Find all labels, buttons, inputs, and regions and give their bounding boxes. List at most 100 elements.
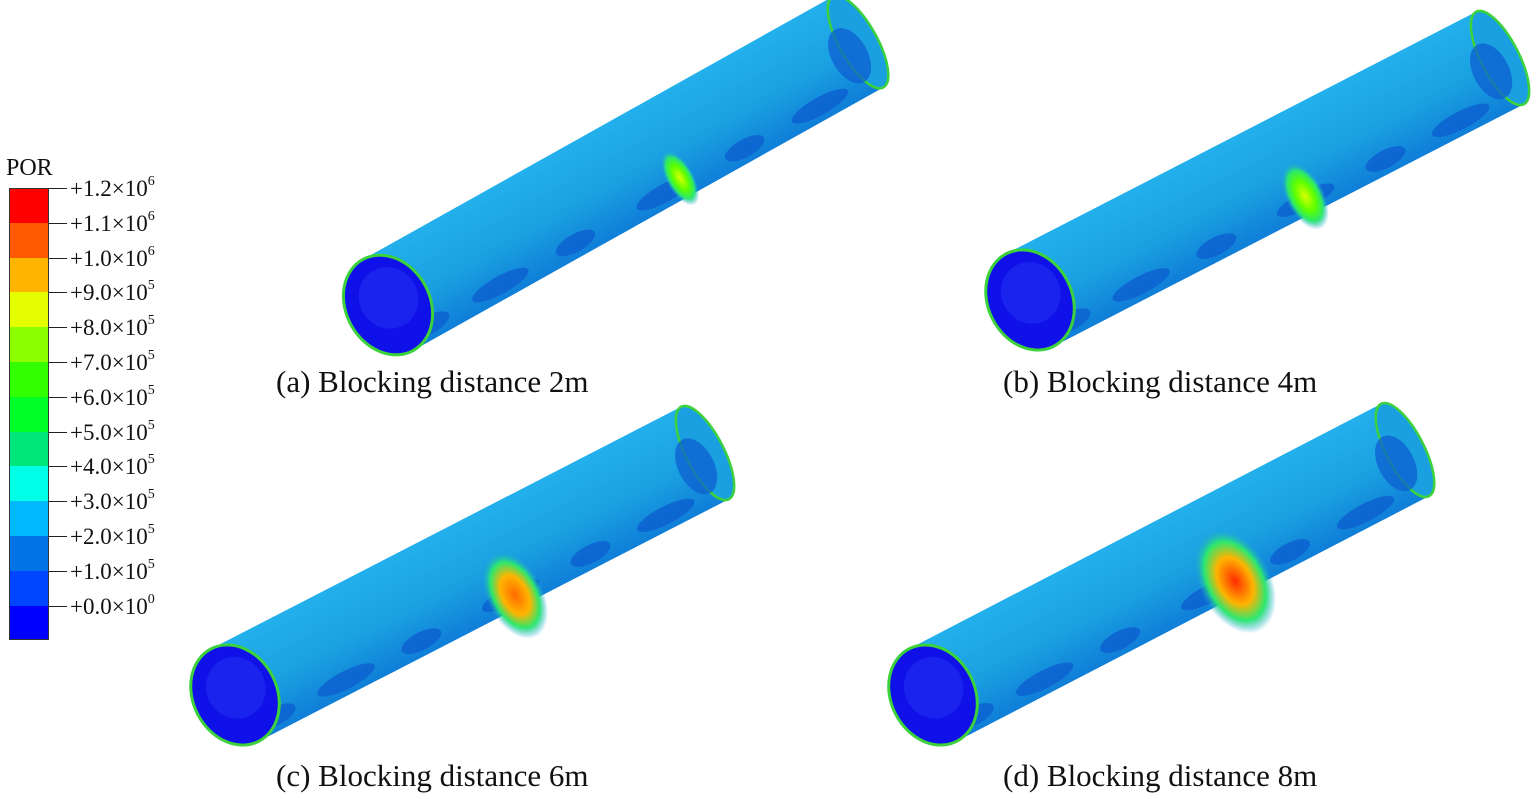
pressure-contour — [791, 88, 849, 124]
tick-mantissa: +3.0×10 — [70, 489, 148, 515]
tick-exponent: 6 — [147, 174, 155, 189]
legend-tick — [49, 257, 67, 259]
tick-mantissa: +8.0×10 — [70, 315, 148, 341]
tick-mantissa: +1.2×10 — [70, 176, 148, 201]
tube-surface — [909, 403, 1429, 742]
pore-pressure-hotspot — [1281, 162, 1329, 230]
legend-tick-label: +1.0×106 — [70, 243, 155, 271]
legend-swatch — [9, 570, 49, 606]
tick-exponent: 5 — [147, 382, 155, 398]
tick-mantissa: +2.0×10 — [70, 524, 148, 549]
legend-swatch — [9, 222, 49, 258]
tick-exponent: 5 — [147, 487, 155, 503]
panel-d — [885, 401, 1455, 765]
pressure-contour — [401, 628, 442, 655]
legend-tick — [49, 605, 67, 607]
legend-tick-label: +7.0×105 — [70, 349, 155, 375]
pressure-contour — [317, 663, 375, 697]
pressure-contour — [1015, 662, 1074, 696]
tick-exponent: 5 — [147, 522, 155, 537]
pressure-contour — [555, 229, 596, 257]
tube-body — [341, 0, 890, 357]
legend-tick-label: +8.0×105 — [70, 313, 155, 341]
legend-tick-label: +1.2×106 — [70, 174, 155, 201]
tick-mantissa: +0.0×10 — [70, 593, 148, 619]
tube-inner-shade — [358, 267, 419, 329]
caption-b: (b) Blocking distance 4m — [1003, 364, 1318, 399]
pressure-contour — [1196, 233, 1237, 260]
legend-tick-label: +1.1×106 — [70, 208, 155, 236]
tick-mantissa: +6.0×10 — [70, 384, 148, 410]
caption-c: (c) Blocking distance 6m — [276, 758, 589, 793]
legend-swatch — [9, 292, 49, 328]
legend-tick — [49, 188, 67, 189]
pressure-contour — [828, 28, 872, 84]
tube-body — [887, 401, 1436, 747]
tick-exponent: 6 — [147, 208, 155, 224]
panel-c — [185, 404, 755, 765]
tube-render-a — [341, 0, 890, 357]
legend-tick — [49, 431, 67, 433]
legend-swatch — [9, 361, 49, 397]
legend-tick-label: +6.0×105 — [70, 382, 155, 410]
pressure-contour — [636, 498, 695, 533]
tube-inner-shade — [903, 657, 964, 719]
pressure-contour — [1112, 268, 1170, 302]
tick-exponent: 5 — [147, 452, 155, 468]
tube-surface — [362, 0, 884, 351]
legend-swatch — [9, 535, 49, 571]
legend-color-bar — [9, 188, 49, 641]
legend-swatch — [9, 605, 49, 641]
legend-swatch — [9, 431, 49, 467]
legend-swatch — [9, 257, 49, 293]
pore-pressure-hotspot — [660, 150, 700, 206]
pressure-contour — [1431, 103, 1490, 138]
pressure-contour — [1365, 146, 1406, 172]
tick-mantissa: +1.0×10 — [70, 558, 148, 584]
legend-tick — [49, 501, 67, 503]
panel-a — [340, 0, 900, 360]
tick-exponent: 6 — [147, 243, 155, 259]
legend-tick-label: +4.0×105 — [70, 452, 155, 480]
pressure-contour — [1336, 495, 1395, 530]
tube-body — [984, 9, 1531, 352]
tube-surface — [211, 406, 729, 742]
tick-exponent: 0 — [147, 591, 155, 607]
pressure-contour — [675, 438, 718, 495]
pressure-contour — [1375, 435, 1418, 492]
tick-mantissa: +1.0×10 — [70, 245, 148, 271]
legend-title: POR — [6, 155, 53, 181]
tick-exponent: 5 — [147, 556, 155, 572]
legend-tick-label: +5.0×105 — [70, 418, 155, 444]
tick-mantissa: +7.0×10 — [70, 350, 148, 375]
legend-swatch — [9, 501, 49, 536]
pressure-contour — [1470, 43, 1513, 100]
legend-tick — [49, 292, 67, 294]
tick-mantissa: +1.1×10 — [70, 210, 148, 236]
tube-render-b — [984, 9, 1531, 352]
pressure-contour — [472, 267, 529, 303]
caption-d: (d) Blocking distance 8m — [1003, 758, 1318, 793]
legend-tick — [49, 222, 67, 224]
legend-tick — [49, 327, 67, 329]
tick-mantissa: +4.0×10 — [70, 454, 148, 480]
tick-exponent: 5 — [147, 313, 155, 329]
legend-tick-label: +0.0×100 — [70, 591, 155, 619]
tube-inner-shade — [1001, 262, 1061, 324]
pressure-contour — [724, 135, 765, 162]
legend-tick — [49, 536, 67, 537]
tube-render-d — [887, 401, 1436, 747]
tube-render-c — [189, 404, 736, 747]
legend-tick-label: +3.0×105 — [70, 487, 155, 515]
tube-surface — [1006, 11, 1524, 347]
por-legend: POR +1.2×106+1.1×106+1.0×106+9.0×105+8.0… — [0, 150, 230, 641]
pore-pressure-hotspot — [481, 551, 549, 639]
tube-inner-shade — [206, 657, 266, 719]
legend-swatch — [9, 466, 49, 502]
tube-body — [189, 404, 736, 747]
pressure-contour — [570, 541, 611, 567]
pressure-contour — [1100, 627, 1141, 653]
legend-tick — [49, 570, 67, 572]
legend-swatch — [9, 188, 49, 223]
pore-pressure-hotspot — [1193, 528, 1277, 634]
